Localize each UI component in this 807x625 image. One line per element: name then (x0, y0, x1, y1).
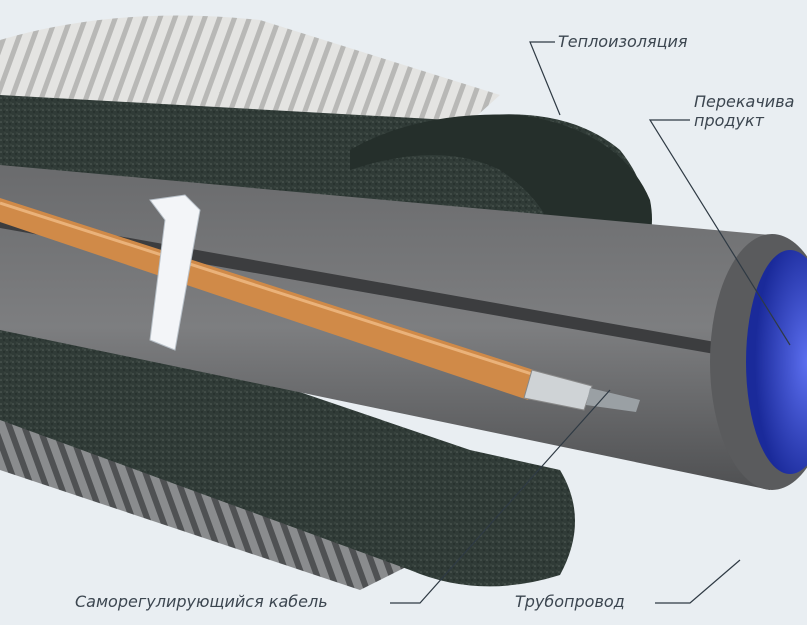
label-insulation: Теплоизоляция (558, 32, 688, 51)
insulation-lower (0, 290, 575, 587)
cable-highlight (0, 201, 539, 378)
leader-lines (390, 41, 791, 604)
label-pipeline: Трубопровод (515, 592, 625, 611)
corrugated-jacket-top (0, 15, 500, 140)
cable-braid (523, 369, 593, 411)
label-product-line2: продукт (694, 111, 764, 130)
product-icon (746, 250, 807, 474)
label-product-line1: Перекачива (694, 92, 795, 111)
cable-core (586, 388, 640, 412)
heating-cable (0, 198, 540, 400)
cable-clamp (149, 194, 201, 351)
label-cable: Саморегулирующийся кабель (75, 592, 328, 611)
